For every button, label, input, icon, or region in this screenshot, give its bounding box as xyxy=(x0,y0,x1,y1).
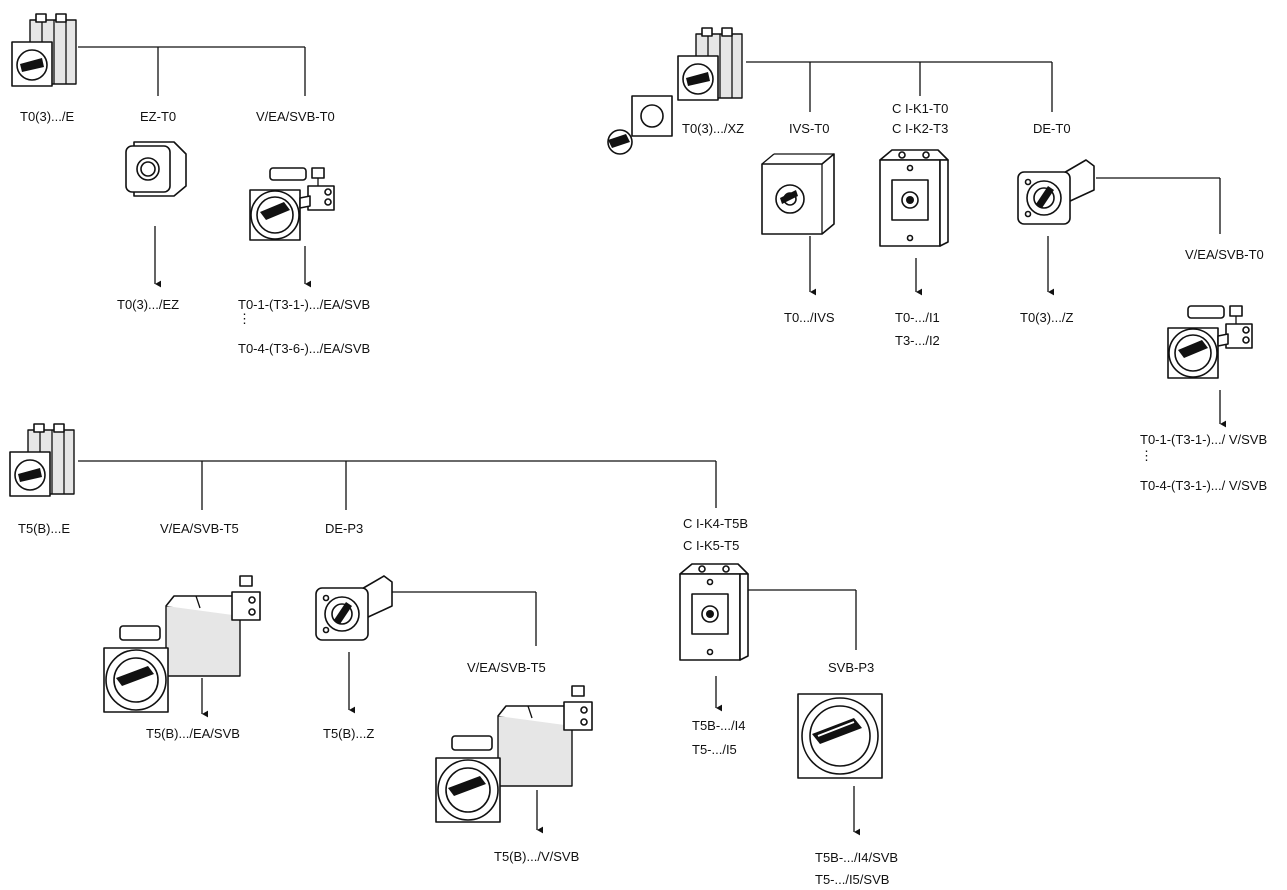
label-t5-i5: T5-.../I5 xyxy=(692,742,737,757)
rotary-switch-icon xyxy=(677,27,743,101)
label-ez-t0: EZ-T0 xyxy=(140,109,176,124)
door-extension-icon xyxy=(315,575,393,641)
label-t5b-i4: T5B-.../I4 xyxy=(692,718,745,733)
label-t3-i2: T3-.../I2 xyxy=(895,333,940,348)
label-ivs-t0: IVS-T0 xyxy=(789,121,829,136)
label-t0-ivs: T0.../IVS xyxy=(784,310,835,325)
group-t0-e: T0(3).../E EZ-T0 V/EA/SVB-T0 T0(3).../EZ… xyxy=(11,13,370,356)
label-t0-i1: T0-.../I1 xyxy=(895,310,940,325)
ci-enclosure-icon xyxy=(679,563,749,661)
label-t5-i5-svb: T5-.../I5/SVB xyxy=(815,872,889,887)
large-handle-hood-icon xyxy=(103,575,261,713)
label-t5b-z: T5(B)...Z xyxy=(323,726,374,741)
svb-front-icon xyxy=(797,693,883,779)
label-ci-k2-t3: C I-K2-T3 xyxy=(892,121,948,136)
label-v-ea-svb-t0-b: V/EA/SVB-T0 xyxy=(1185,247,1264,262)
label-t0-3-z: T0(3).../Z xyxy=(1020,310,1074,325)
label-t5b-v-svb: T5(B).../V/SVB xyxy=(494,849,579,864)
label-ci-k4-t5b: C I-K4-T5B xyxy=(683,516,748,531)
label-t5b-e: T5(B)...E xyxy=(18,521,70,536)
vertical-ellipsis: ⋮ xyxy=(238,311,251,326)
group-t5b-e: T5(B)...E V/EA/SVB-T5 DE-P3 C I-K4-T5B C… xyxy=(9,423,898,887)
label-t0-3-ez: T0(3).../EZ xyxy=(117,297,179,312)
label-t5b-ea-svb: T5(B).../EA/SVB xyxy=(146,726,240,741)
large-handle-hood-icon xyxy=(435,685,593,823)
handle-with-lock-icon xyxy=(1167,305,1253,379)
label-t0-4-ea-svb: T0-4-(T3-6-).../EA/SVB xyxy=(238,341,370,356)
label-t0-1-ea-svb: T0-1-(T3-1-).../EA/SVB xyxy=(238,297,370,312)
front-plate-icon xyxy=(607,95,673,155)
label-t0-3-e: T0(3).../E xyxy=(20,109,75,124)
label-ci-k1-t0: C I-K1-T0 xyxy=(892,101,948,116)
label-ci-k5-t5: C I-K5-T5 xyxy=(683,538,739,553)
label-t0-1-v-svb: T0-1-(T3-1-).../ V/SVB xyxy=(1140,432,1267,447)
ci-enclosure-icon xyxy=(879,149,949,247)
label-v-ea-svb-t5-b: V/EA/SVB-T5 xyxy=(467,660,546,675)
label-t5b-i4-svb: T5B-.../I4/SVB xyxy=(815,850,898,865)
label-de-p3: DE-P3 xyxy=(325,521,363,536)
vertical-ellipsis: ⋮ xyxy=(1140,448,1153,463)
rotary-switch-icon xyxy=(11,13,77,87)
label-svb-p3: SVB-P3 xyxy=(828,660,874,675)
handle-with-lock-icon xyxy=(249,167,335,241)
pushbutton-module-icon xyxy=(125,141,187,197)
label-de-t0: DE-T0 xyxy=(1033,121,1071,136)
label-v-ea-svb-t5: V/EA/SVB-T5 xyxy=(160,521,239,536)
rotary-switch-icon xyxy=(9,423,75,497)
label-t0-3-xz: T0(3).../XZ xyxy=(682,121,744,136)
label-v-ea-svb-t0: V/EA/SVB-T0 xyxy=(256,109,335,124)
group-t0-xz: T0(3).../XZ IVS-T0 C I-K1-T0 C I-K2-T3 D… xyxy=(607,27,1267,493)
label-t0-4-v-svb: T0-4-(T3-1-).../ V/SVB xyxy=(1140,478,1267,493)
door-extension-icon xyxy=(1017,159,1095,225)
ivs-enclosure-icon xyxy=(761,153,835,235)
